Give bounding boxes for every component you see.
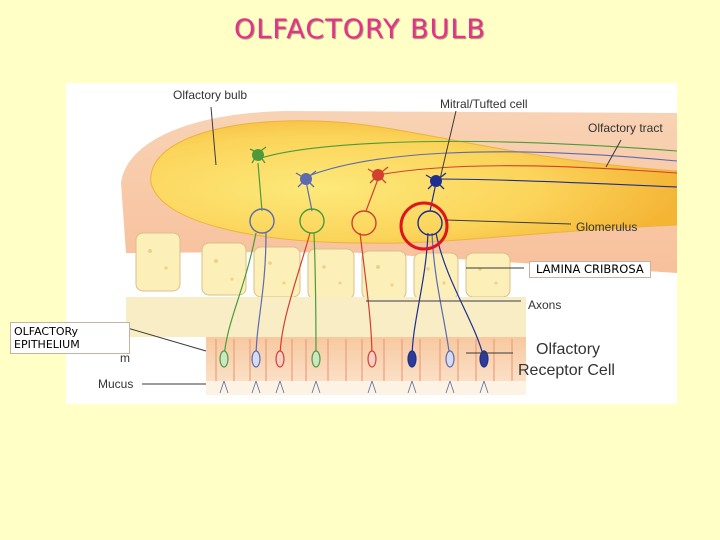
label-olfactory-receptor-line1: Olfactory (536, 341, 600, 358)
olfactory-epithelium-label: OLFACTORy EPITHELIUM (10, 322, 130, 354)
supporting-cells (215, 339, 513, 381)
label-mucus: Mucus (98, 377, 133, 391)
olfactory-bulb-shape (150, 120, 677, 244)
mitral-dendrites (257, 162, 437, 212)
label-axons: Axons (528, 298, 561, 312)
bone-speckles (148, 249, 498, 287)
cilia (219, 380, 489, 394)
lamina-cribrosa-label: LAMINA CRIBROSA (529, 261, 651, 278)
mitral-cells (249, 146, 447, 190)
glomerulus-highlight-ring (399, 201, 449, 251)
olfactory-illustration: Olfactory bulb Mitral/Tufted cell Olfact… (98, 88, 677, 395)
receptor-cells (219, 350, 489, 368)
olfactory-diagram: Olfactory bulb Mitral/Tufted cell Olfact… (66, 83, 677, 404)
label-mitral-tufted-cell: Mitral/Tufted cell (440, 97, 528, 111)
label-olfactory-receptor-line2: Receptor Cell (518, 362, 615, 379)
label-glomerulus: Glomerulus (576, 220, 637, 234)
lamina-propria (126, 297, 526, 337)
label-epithelium-fragment: m (120, 351, 130, 365)
label-olfactory-tract: Olfactory tract (588, 121, 663, 135)
slide-title: OLFACTORY BULB (234, 14, 486, 45)
leader-lines (123, 106, 622, 385)
mitral-projections (257, 140, 677, 188)
mucus-layer (206, 381, 526, 395)
label-olfactory-bulb: Olfactory bulb (173, 88, 247, 102)
